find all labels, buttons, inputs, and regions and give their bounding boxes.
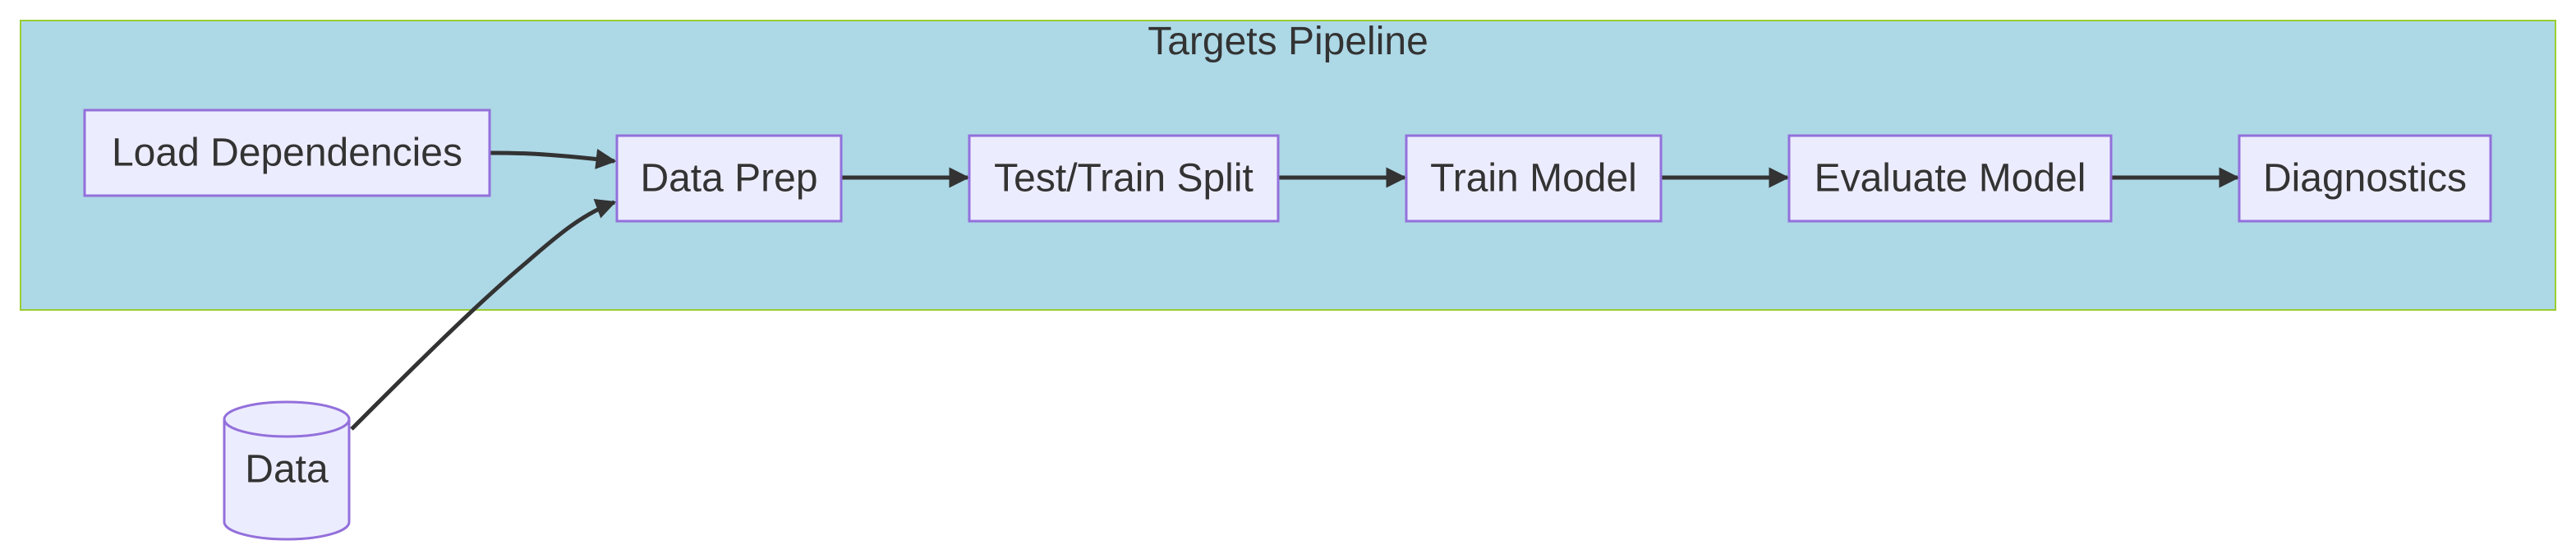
cluster-title: Targets Pipeline [1148, 20, 1428, 63]
node-diagnostics[interactable]: Diagnostics [2238, 134, 2492, 223]
node-label: Test/Train Split [994, 157, 1254, 201]
node-train-model[interactable]: Train Model [1405, 134, 1663, 223]
node-evaluate-model[interactable]: Evaluate Model [1787, 134, 2113, 223]
edges [350, 149, 2240, 431]
node-label: Train Model [1430, 157, 1637, 201]
edge-data-to-data-prep [350, 199, 617, 431]
node-data-prep[interactable]: Data Prep [615, 134, 843, 223]
node-label: Data [245, 448, 329, 492]
edge-load-dependencies-to-data-prep [490, 149, 617, 169]
node-data-cylinder[interactable]: Data [223, 400, 351, 541]
node-label: Evaluate Model [1815, 157, 2086, 201]
node-test-train-split[interactable]: Test/Train Split [968, 134, 1280, 223]
node-label: Load Dependencies [112, 132, 462, 175]
node-load-dependencies[interactable]: Load Dependencies [83, 109, 491, 197]
node-label: Data Prep [640, 157, 817, 201]
node-label: Diagnostics [2263, 157, 2467, 201]
